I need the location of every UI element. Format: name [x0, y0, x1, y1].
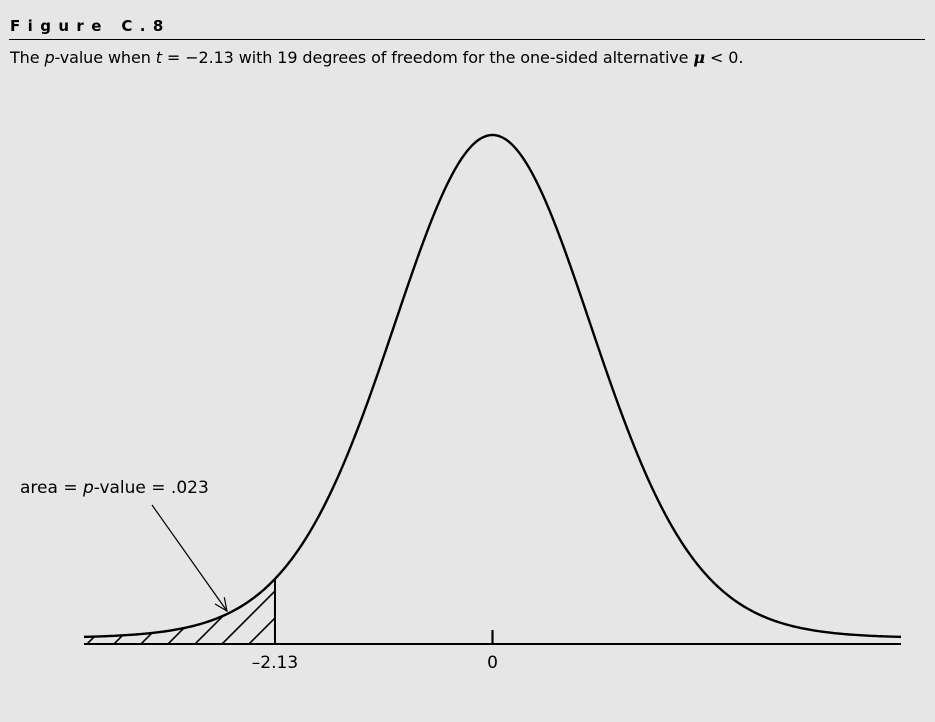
hatch-line	[735, 344, 935, 644]
hatch-line	[221, 578, 275, 644]
hatch-line	[573, 344, 873, 644]
hatch-line	[492, 344, 792, 644]
caption-p-italic: p	[44, 48, 55, 67]
hatch-line	[384, 344, 684, 644]
caption-mu-symbol: μ	[693, 48, 706, 67]
caption-text-1: The	[10, 48, 45, 67]
annotation-pre: area =	[20, 478, 83, 498]
annotation-post: -value = .023	[94, 478, 209, 498]
hatch-line	[924, 344, 935, 644]
hatch-line	[816, 344, 935, 644]
figure-caption: The p-value when t = −2.13 with 19 degre…	[10, 48, 743, 67]
hatch-line	[708, 344, 935, 644]
hatch-line	[654, 344, 935, 644]
hatch-line	[627, 344, 927, 644]
hatch-line	[600, 344, 900, 644]
annotation-arrow-line	[151, 504, 228, 612]
caption-t-italic: t	[155, 48, 162, 67]
caption-text-4: < 0.	[705, 48, 744, 67]
header-rule	[9, 39, 925, 40]
hatch-line	[438, 344, 738, 644]
hatch-line	[411, 344, 711, 644]
hatch-line	[248, 578, 275, 644]
caption-text-2: -value when	[54, 48, 156, 67]
hatch-line	[167, 578, 275, 644]
x-tick-label-critical: –2.13	[252, 653, 298, 673]
hatch-line	[465, 344, 765, 644]
annotation-p-italic: p	[82, 478, 94, 498]
annotation-arrow-head	[214, 597, 228, 613]
caption-text-3: = −2.13 with 19 degrees of freedom for t…	[161, 48, 694, 67]
hatch-line	[762, 344, 935, 644]
hatch-line	[789, 344, 935, 644]
hatch-line	[330, 344, 630, 644]
hatch-line	[276, 344, 576, 644]
figure-label: Figure C.8	[10, 17, 171, 35]
area-annotation: area = p-value = .023	[20, 478, 209, 498]
hatch-line	[681, 344, 935, 644]
hatch-line	[897, 344, 935, 644]
hatch-line	[870, 344, 935, 644]
hatch-line	[0, 344, 9, 644]
x-tick-label-zero: 0	[487, 653, 498, 673]
hatch-line	[546, 344, 846, 644]
hatch-line	[519, 344, 819, 644]
hatch-line	[303, 344, 603, 644]
density-curve	[83, 133, 902, 639]
hatch-line	[194, 578, 275, 644]
hatch-line	[843, 344, 935, 644]
